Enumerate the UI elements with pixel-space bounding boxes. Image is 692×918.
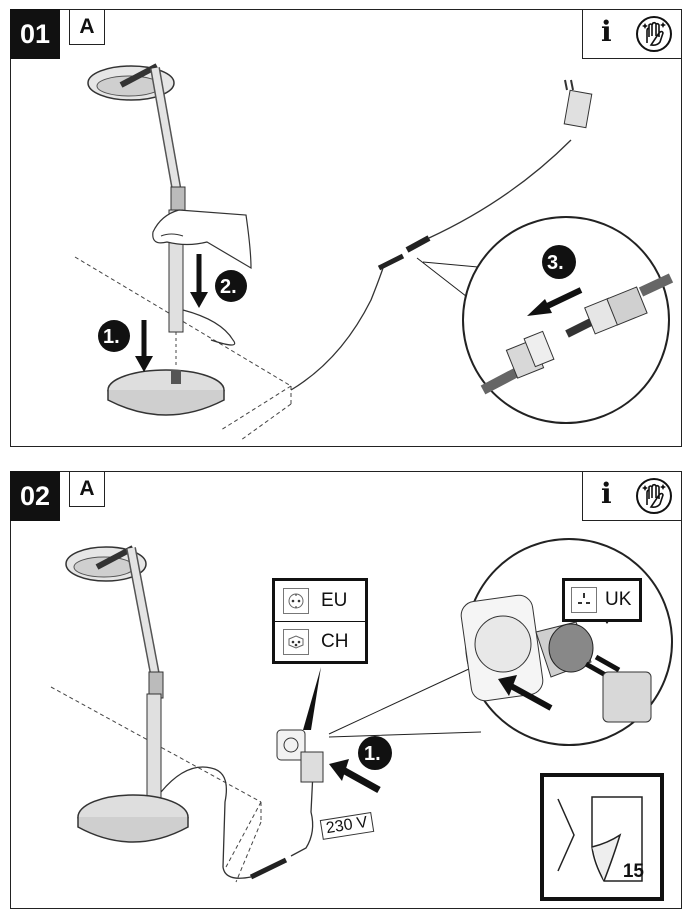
- connection-illustration: 1.: [50, 538, 673, 883]
- page-reference-box: 15: [540, 773, 664, 901]
- step-number: 02: [10, 471, 60, 521]
- callout-3: 3.: [547, 252, 564, 274]
- callout-1: 1.: [364, 743, 381, 765]
- socket-icon: [571, 587, 597, 613]
- step-number: 01: [10, 9, 60, 59]
- info-box: i: [582, 9, 682, 59]
- page-reference-icon: [557, 796, 643, 882]
- callout-2: 2.: [220, 276, 237, 298]
- hand-wash-icon: [636, 478, 672, 514]
- info-box: i: [582, 471, 682, 521]
- step-panel-01: 01 A i: [10, 9, 682, 447]
- variant-label: A: [69, 9, 105, 45]
- socket-icon: [283, 629, 309, 655]
- plug-label-uk: UK: [605, 589, 632, 610]
- plug-label-eu: EU: [321, 590, 348, 611]
- hand-wash-icon: [636, 16, 672, 52]
- plug-label-ch: CH: [321, 631, 349, 652]
- page-number: 15: [622, 861, 644, 882]
- socket-icon: [283, 588, 309, 614]
- plug-row-eu: EU: [275, 581, 365, 622]
- plug-type-panel: EU CH: [272, 578, 368, 664]
- info-icon: i: [601, 477, 612, 510]
- info-icon: i: [601, 15, 612, 48]
- plug-type-uk-panel: UK: [562, 578, 642, 622]
- assembly-illustration: 1. 2. 3.: [74, 63, 674, 441]
- variant-label: A: [69, 471, 105, 507]
- callout-1: 1.: [103, 326, 120, 348]
- plug-row-ch: CH: [275, 622, 365, 662]
